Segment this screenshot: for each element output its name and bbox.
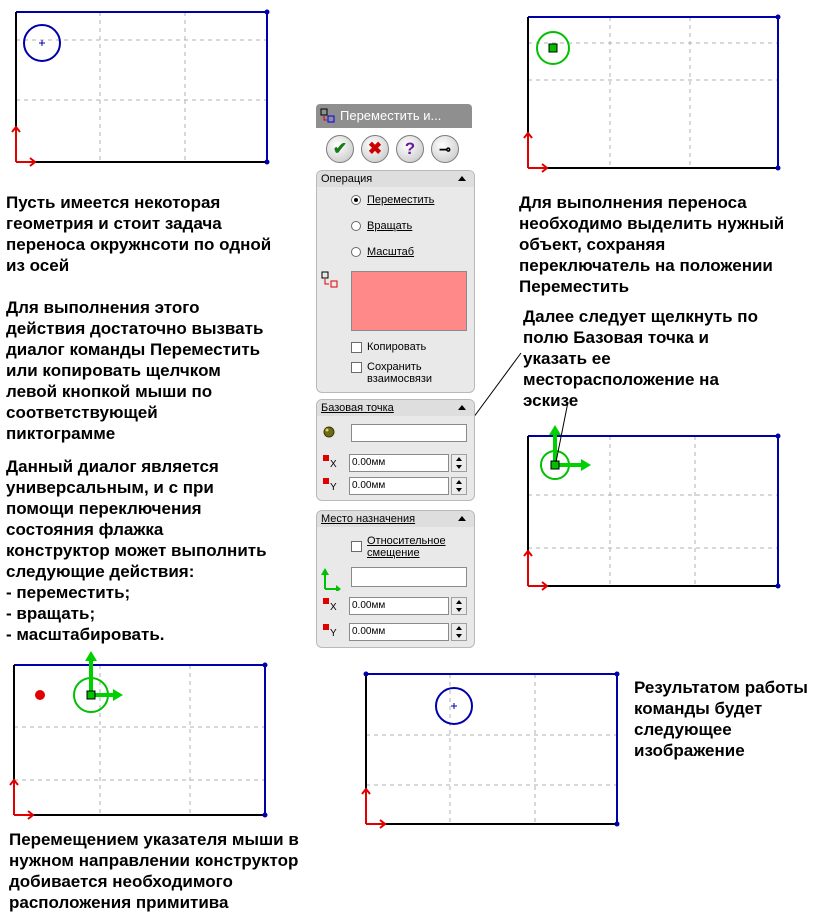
destination-x-spinner[interactable] <box>451 597 467 615</box>
y-coordinate-icon: Y <box>322 477 338 493</box>
operation-group: Операция Переместить Вращать Масштаб Коп… <box>316 170 475 393</box>
origin-icon <box>523 131 549 173</box>
x-coordinate-icon: X <box>322 454 338 470</box>
sketch-base-point[interactable] <box>510 420 800 600</box>
vertex-point <box>264 9 270 15</box>
base-point-x-input[interactable]: 0.00мм <box>349 454 449 472</box>
sketch-result[interactable] <box>350 660 630 840</box>
property-manager-title: Переместить и... <box>340 108 442 123</box>
destination-field[interactable] <box>351 567 467 587</box>
vertex-point <box>614 671 620 677</box>
radio-button-selected[interactable] <box>351 195 361 205</box>
relative-offset-label: Относительное смещение <box>367 535 446 559</box>
caption-intro: Пусть имеется некоторая геометрия и стои… <box>6 193 272 275</box>
property-manager-title-bar: Переместить и... <box>316 104 472 128</box>
caption-select-object: Для выполнения переноса необходимо выдел… <box>519 193 785 296</box>
base-point-y-input[interactable]: 0.00мм <box>349 477 449 495</box>
destination-y-input[interactable]: 0.00мм <box>349 623 449 641</box>
keep-relations-label: Сохранить взаимосвязи <box>367 361 433 385</box>
relative-offset-checkbox[interactable] <box>351 541 362 552</box>
entities-to-move-icon <box>321 271 338 288</box>
keep-relations-checkbox[interactable] <box>351 362 362 373</box>
base-point-x-spinner[interactable] <box>451 454 467 472</box>
move-entities-icon <box>320 108 335 123</box>
radio-scale-label: Масштаб <box>367 246 415 258</box>
rectangle-edge <box>366 673 618 824</box>
copy-label: Копировать <box>367 341 427 353</box>
circle-center-mark <box>39 40 45 46</box>
ok-button[interactable]: ✔ <box>326 135 354 163</box>
radio-button[interactable] <box>351 247 361 257</box>
vertex-point <box>775 165 781 171</box>
rectangle-edge <box>14 664 266 815</box>
collapse-icon[interactable] <box>458 176 466 181</box>
base-point-group-header[interactable]: Базовая точка <box>317 400 474 416</box>
collapse-icon[interactable] <box>458 405 466 410</box>
origin-icon <box>11 125 37 167</box>
vertex-point <box>363 671 369 677</box>
base-point-icon <box>323 426 335 438</box>
base-point-group-label: Базовая точка <box>321 402 394 414</box>
caption-drag: Перемещением указателя мыши в нужном нап… <box>9 830 299 912</box>
y-coordinate-icon: Y <box>322 623 338 639</box>
radio-rotate-label: Вращать <box>367 220 413 232</box>
triad-arrow-up <box>549 425 561 435</box>
base-point-group: Базовая точка X 0.00мм Y 0.00мм <box>316 399 475 501</box>
origin-icon <box>523 549 549 591</box>
circle-center-mark <box>86 690 96 700</box>
radio-move-label: Переместить <box>367 194 435 206</box>
cancel-button[interactable]: ✖ <box>361 135 389 163</box>
destination-x-input[interactable]: 0.00мм <box>349 597 449 615</box>
sketch-selected[interactable] <box>510 5 800 180</box>
origin-icon <box>361 787 387 829</box>
sketch-circle[interactable] <box>435 687 473 725</box>
destination-group: Место назначения Относительное смещение … <box>316 510 475 648</box>
sketch-circle-selected[interactable] <box>536 31 570 65</box>
destination-y-spinner[interactable] <box>451 623 467 641</box>
operation-group-label: Операция <box>321 173 373 185</box>
sketch-circle[interactable] <box>23 24 61 62</box>
circle-center-mark <box>548 43 558 53</box>
destination-group-label: Место назначения <box>321 513 416 525</box>
caption-base-point: Далее следует щелкнуть по полю Базовая т… <box>523 307 758 410</box>
circle-center-mark <box>550 460 560 470</box>
move-triad-icon[interactable] <box>553 433 583 467</box>
sketch-moving[interactable] <box>0 645 280 830</box>
base-point-y-spinner[interactable] <box>451 477 467 495</box>
vertex-point <box>775 583 781 589</box>
radio-button[interactable] <box>351 221 361 231</box>
triad-arrow-right <box>581 459 591 471</box>
sketch-initial[interactable] <box>0 0 280 175</box>
vertex-point <box>614 821 620 827</box>
triad-arrow-up <box>85 651 97 661</box>
help-button[interactable]: ? <box>396 135 424 163</box>
original-center-point <box>35 690 45 700</box>
destination-point-icon <box>321 568 341 591</box>
caption-result: Результатом работы команды будет следующ… <box>634 678 808 760</box>
vertex-point <box>262 812 268 818</box>
base-point-field[interactable] <box>351 424 467 442</box>
x-coordinate-icon: X <box>322 597 338 613</box>
caption-call-dialog: Для выполнения этого действия достаточно… <box>6 298 264 443</box>
collapse-icon[interactable] <box>458 516 466 521</box>
pin-button[interactable]: ⊸ <box>431 135 459 163</box>
triad-arrow-right <box>113 689 123 701</box>
vertex-point <box>775 433 781 439</box>
destination-group-header[interactable]: Место назначения <box>317 511 474 527</box>
circle-center-mark <box>451 703 457 709</box>
copy-checkbox[interactable] <box>351 342 362 353</box>
leader-line <box>555 401 569 463</box>
vertex-point <box>262 662 268 668</box>
vertex-point <box>264 159 270 165</box>
entities-selection-box[interactable] <box>351 271 467 331</box>
origin-icon <box>9 778 35 820</box>
vertex-point <box>775 14 781 20</box>
caption-dialog-modes: Данный диалог является универсальным, и … <box>6 457 267 644</box>
operation-group-header[interactable]: Операция <box>317 171 474 187</box>
rectangle-edge <box>16 11 268 162</box>
